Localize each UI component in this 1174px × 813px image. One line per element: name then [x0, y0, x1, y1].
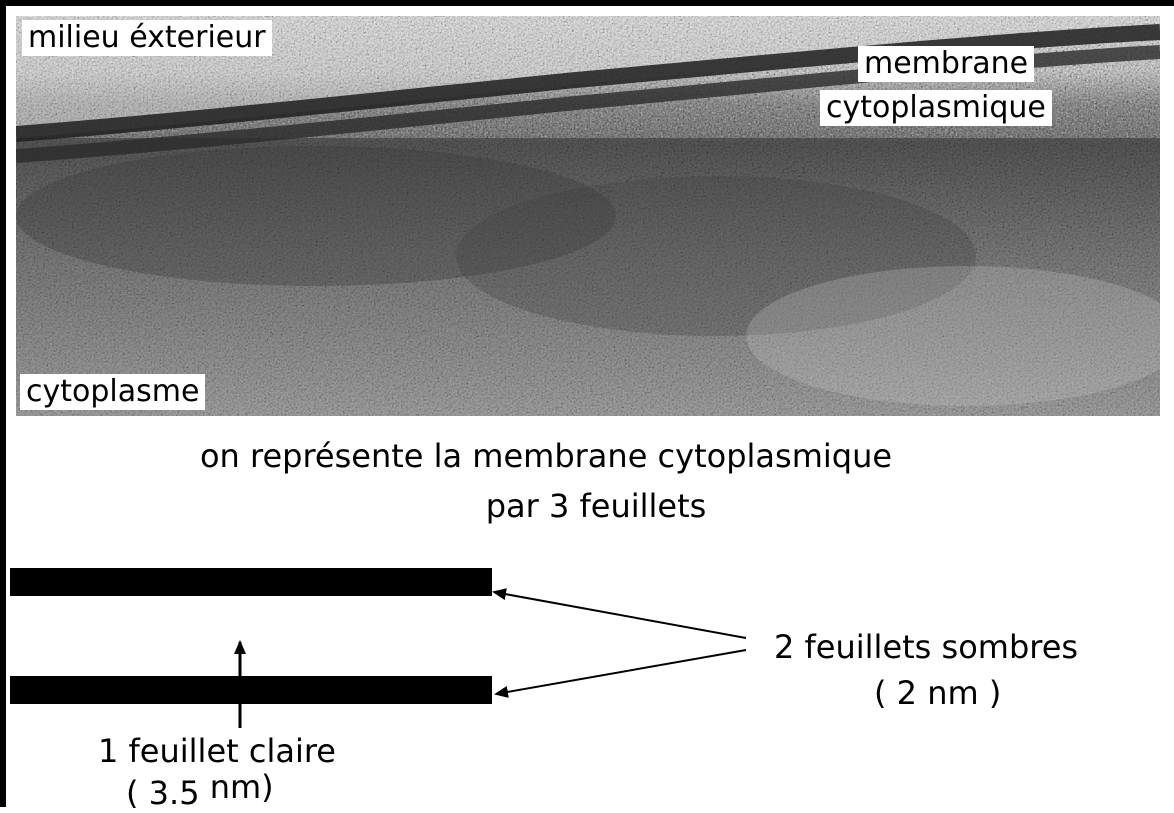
label-dark-layers-thickness: ( 2 nm ): [874, 674, 1001, 712]
label-membrane: membrane: [858, 46, 1034, 82]
label-milieu-exterieur: milieu éxterieur: [22, 20, 272, 56]
caption-line-1: on représente la membrane cytoplasmique: [6, 436, 1086, 476]
label-cytoplasme: cytoplasme: [20, 374, 205, 410]
caption-line-2: par 3 feuillets: [46, 486, 1146, 526]
dark-layer-bottom: [10, 676, 492, 704]
membrane-layer-diagram: 2 feuillets sombres ( 2 nm ) 1 feuillet …: [6, 546, 1174, 813]
label-cytoplasmique: cytoplasmique: [820, 90, 1052, 126]
arrow-to-bottom-layer: [496, 650, 746, 694]
label-light-layer: 1 feuillet claire: [98, 732, 336, 770]
label-dark-layers: 2 feuillets sombres: [774, 628, 1078, 666]
label-light-layer-thickness: ( 3.5 nm): [126, 774, 274, 812]
arrow-to-top-layer: [494, 592, 746, 638]
light-thickness-value: ( 3.5: [126, 774, 200, 812]
dark-layer-top: [10, 568, 492, 596]
light-thickness-unit: nm): [210, 768, 274, 806]
